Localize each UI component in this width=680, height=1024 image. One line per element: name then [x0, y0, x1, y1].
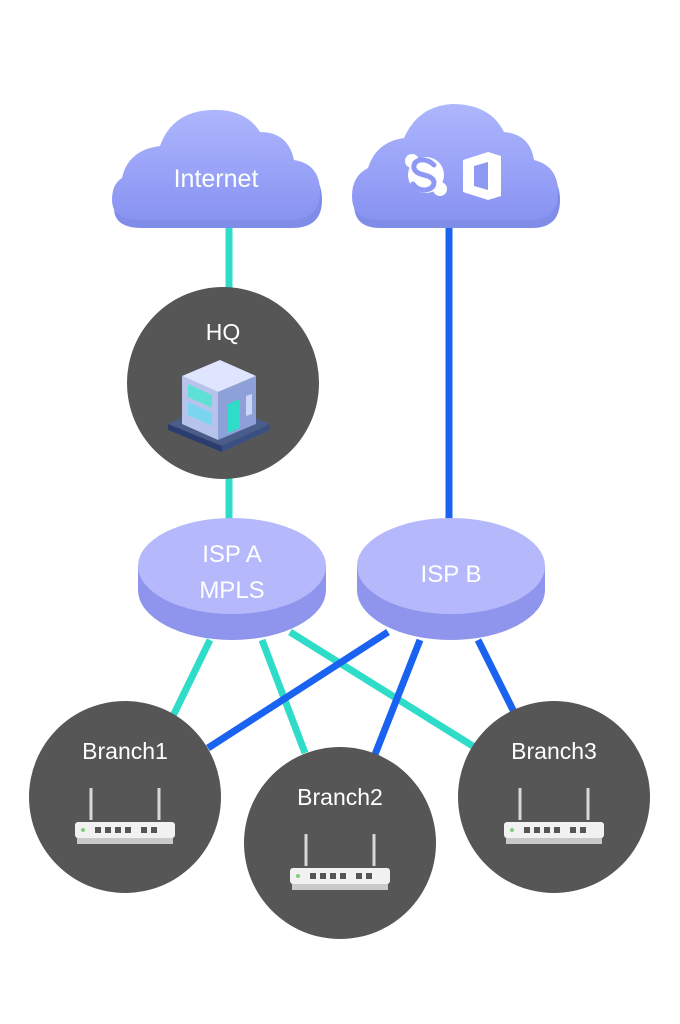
link-isp-b-branch1 — [206, 629, 390, 751]
isp-b-node: ISP B — [357, 518, 545, 640]
branch1-node: Branch1 — [29, 701, 221, 893]
isp-b-top — [357, 518, 545, 614]
branch3-node: Branch3 — [458, 701, 650, 893]
office-icon — [463, 152, 501, 200]
links — [168, 210, 520, 759]
internet-cloud: Internet — [112, 109, 322, 228]
link-isp-a-branch1 — [168, 638, 214, 720]
branch2-circle — [244, 747, 436, 939]
internet-cloud-shape — [112, 109, 320, 220]
router-icon — [290, 834, 390, 890]
branch3-circle — [458, 701, 650, 893]
isp-b-label: ISP B — [421, 561, 482, 588]
router-icon — [504, 788, 604, 844]
link-isp-b-branch2 — [370, 638, 424, 759]
branch1-label: Branch1 — [82, 738, 168, 764]
isp-a-top — [138, 518, 326, 614]
isp-a-node: ISP A MPLS — [138, 518, 326, 640]
building-icon — [168, 360, 270, 452]
apps-cloud-shape — [352, 104, 558, 220]
isp-a-label-line1: ISP A — [202, 541, 262, 568]
branch2-node: Branch2 — [244, 747, 436, 939]
branch3-label: Branch3 — [511, 738, 597, 764]
hq-label: HQ — [206, 319, 241, 345]
link-isp-b-branch3 — [474, 638, 520, 718]
router-icon — [75, 788, 175, 844]
internet-label: Internet — [174, 165, 259, 193]
isp-a-label-line2: MPLS — [199, 577, 264, 604]
skype-icon — [405, 154, 447, 196]
branch1-circle — [29, 701, 221, 893]
hq-node: HQ — [127, 287, 319, 479]
apps-cloud — [352, 104, 560, 228]
link-isp-a-branch3 — [288, 629, 478, 751]
branch2-label: Branch2 — [297, 784, 383, 810]
